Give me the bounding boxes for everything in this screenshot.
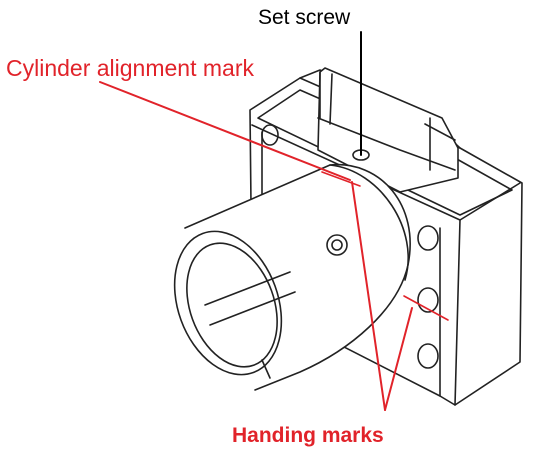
handing-leader-1 <box>351 181 386 411</box>
cylinder-alignment-mark-label: Cylinder alignment mark <box>6 55 254 81</box>
callout-lines <box>99 31 449 411</box>
handing-leader-2 <box>384 307 413 411</box>
cylinder-housing <box>173 163 411 391</box>
handing-marks-label: Handing marks <box>232 424 384 447</box>
cylinder-alignment-mark <box>321 171 361 187</box>
set-screw-label: Set screw <box>258 6 351 29</box>
handing-mark <box>403 295 449 321</box>
cylinder-alignment-leader <box>99 81 351 181</box>
bolt <box>317 67 459 193</box>
